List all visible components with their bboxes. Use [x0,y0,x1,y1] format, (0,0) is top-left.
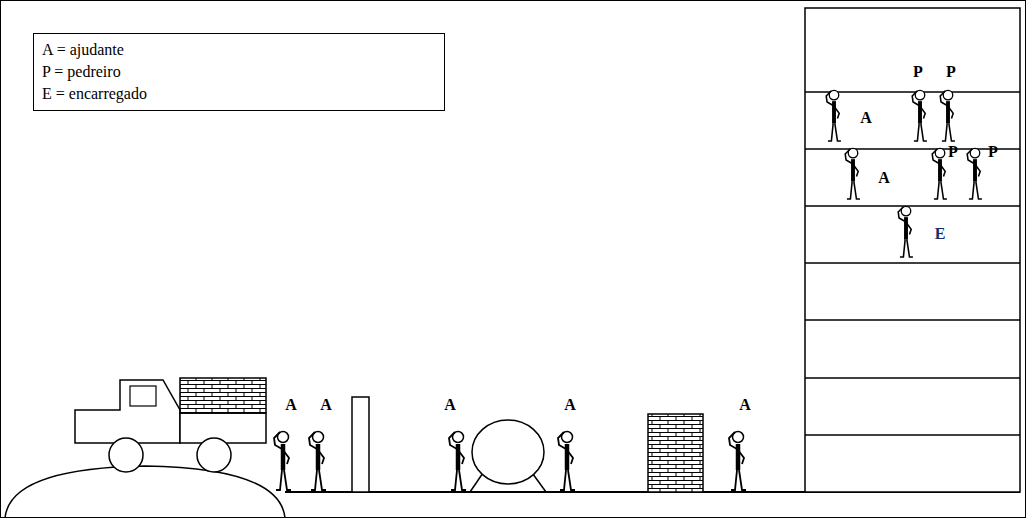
worker-label: A [444,396,456,414]
worker-label: A [739,396,751,414]
worker-label: P [988,143,998,161]
worker-label: E [935,225,946,243]
worker-figure [826,90,841,141]
truck [75,378,266,472]
building [805,8,1020,492]
worker-label: A [878,169,890,187]
worker-figure [274,432,291,491]
brick-pile [648,414,703,492]
legend-text: A = ajudante [42,39,436,61]
worker-label: A [320,396,332,414]
worker-label: P [948,143,958,161]
worker-figure [898,206,913,257]
worker-label: P [913,63,923,81]
hill [5,466,285,518]
worker-figure [309,432,326,491]
legend-box: A = ajudanteP = pedreiroE = encarregado [33,33,445,111]
worker-figure [845,148,860,199]
legend-text: P = pedreiro [42,61,436,83]
worker-figure [912,90,927,141]
worker-label: A [285,396,297,414]
worker-figure [449,432,466,491]
worker-label: A [860,109,872,127]
worker-figure [967,148,982,199]
worker-figure [729,432,746,491]
worker-figure [940,90,955,141]
cement-mixer [470,420,546,492]
worker-figure [558,432,575,491]
post [352,397,369,492]
worker-label: P [946,63,956,81]
legend-text: E = encarregado [42,83,436,105]
worker-figure [932,148,947,199]
worker-label: A [564,396,576,414]
